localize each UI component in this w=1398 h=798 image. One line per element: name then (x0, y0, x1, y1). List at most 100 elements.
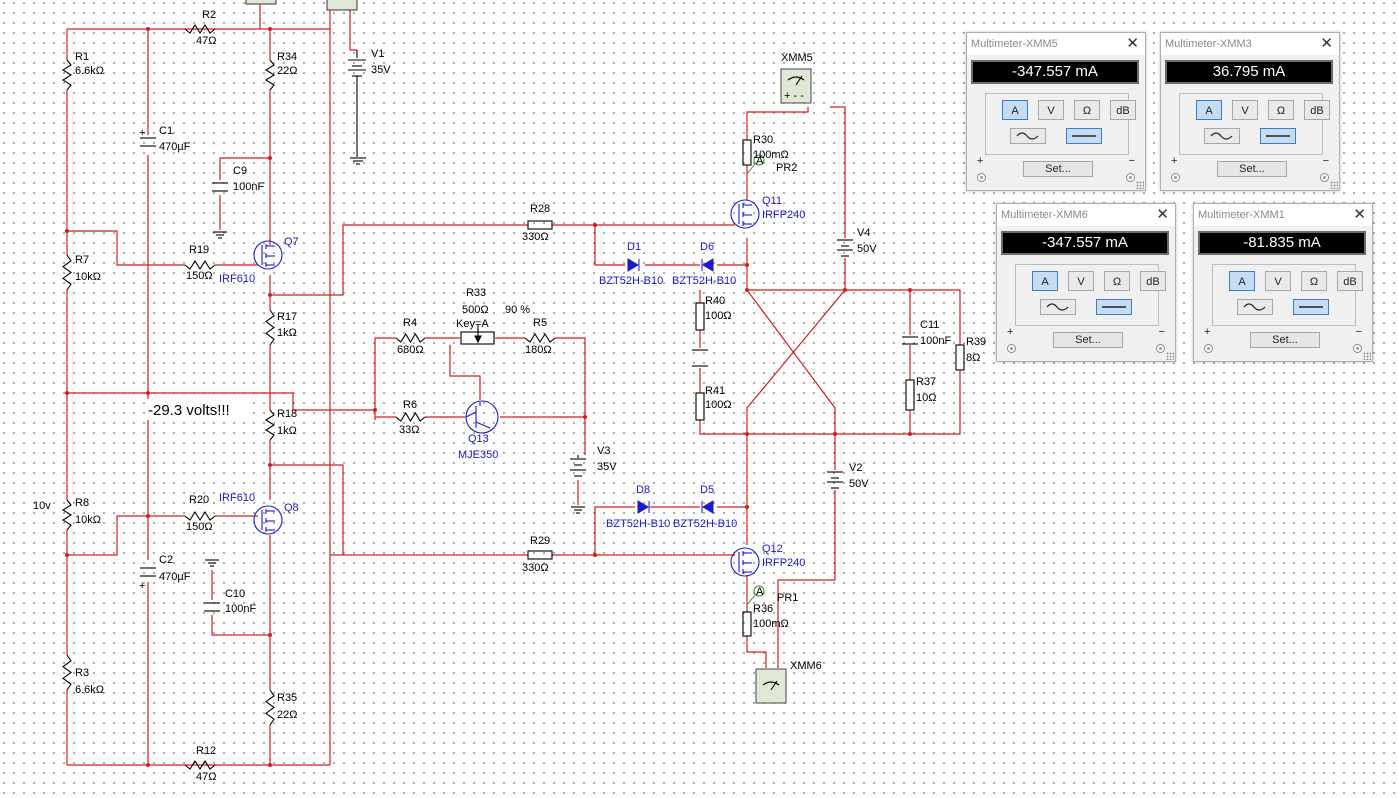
set-button[interactable]: Set... (1250, 332, 1320, 348)
resistor-r6[interactable] (395, 411, 426, 423)
label-r33k: Key=A (456, 318, 489, 330)
mode-button-voltmeter[interactable]: V (1038, 100, 1064, 120)
dc-wave-button[interactable] (1260, 128, 1296, 144)
plus-terminal[interactable] (1171, 173, 1180, 182)
plus-terminal[interactable] (1007, 344, 1016, 353)
mosfet-q11[interactable] (730, 199, 760, 229)
resize-grip[interactable] (1136, 181, 1144, 189)
resistor-r37[interactable] (905, 379, 915, 411)
resistor-r17[interactable] (265, 309, 275, 346)
minus-terminal[interactable] (1156, 344, 1165, 353)
mode-button-ammeter[interactable]: A (1002, 100, 1028, 120)
resistor-r40[interactable] (695, 302, 705, 331)
label-q11p: IRFP240 (762, 209, 805, 221)
minus-terminal[interactable] (1353, 344, 1362, 353)
resistor-r35[interactable] (265, 689, 275, 726)
mosfet-q12[interactable] (730, 547, 760, 577)
ac-wave-button[interactable] (1204, 128, 1240, 144)
label-r30v: 100mΩ (753, 149, 789, 161)
label-d1p: BZT52H-B10 (599, 275, 663, 287)
label-r34: R34 (277, 51, 297, 63)
resistor-r41[interactable] (695, 392, 705, 421)
mode-button-ohmmeter[interactable]: Ω (1074, 100, 1100, 120)
minus-terminal[interactable] (1126, 173, 1135, 182)
ac-wave-button[interactable] (1010, 128, 1046, 144)
resistor-r5[interactable] (524, 332, 556, 344)
label-r5: R5 (533, 317, 547, 329)
mode-button-decibel[interactable]: dB (1337, 271, 1363, 291)
label-r8v: 10kΩ (75, 514, 101, 526)
label-q7p: IRF610 (219, 273, 255, 285)
close-icon[interactable]: ✕ (1353, 206, 1366, 223)
plus-terminal[interactable] (977, 173, 986, 182)
resistor-r4[interactable] (395, 332, 426, 344)
resistor-r39[interactable] (955, 344, 965, 371)
dc-wave-button[interactable] (1293, 299, 1329, 315)
set-button[interactable]: Set... (1053, 332, 1123, 348)
label-r18: R18 (277, 408, 297, 420)
mode-button-voltmeter[interactable]: V (1068, 271, 1094, 291)
label-r7: R7 (75, 254, 89, 266)
resistor-r30[interactable] (742, 139, 752, 166)
set-button[interactable]: Set... (1023, 161, 1093, 177)
resistor-r28[interactable] (527, 220, 553, 230)
dc-wave-button[interactable] (1096, 299, 1132, 315)
label-q12: Q12 (762, 543, 783, 555)
close-icon[interactable]: ✕ (1126, 35, 1139, 52)
pot-wiper[interactable] (460, 325, 495, 345)
mode-button-ammeter[interactable]: A (1032, 271, 1058, 291)
mode-button-ohmmeter[interactable]: Ω (1268, 100, 1294, 120)
ac-wave-button[interactable] (1040, 299, 1076, 315)
resize-grip[interactable] (1330, 181, 1338, 189)
mode-button-ohmmeter[interactable]: Ω (1104, 271, 1130, 291)
mode-button-decibel[interactable]: dB (1140, 271, 1166, 291)
resize-grip[interactable] (1166, 352, 1174, 360)
resistor-r29[interactable] (527, 550, 553, 560)
xmm5-instrument[interactable]: + - - (780, 68, 812, 104)
mode-button-decibel[interactable]: dB (1304, 100, 1330, 120)
label-r18v: 1kΩ (277, 425, 297, 437)
resistor-r8[interactable] (61, 499, 73, 531)
mode-button-ammeter[interactable]: A (1196, 100, 1222, 120)
mosfet-q7[interactable] (253, 240, 283, 270)
resistor-r20[interactable] (184, 510, 216, 522)
xmm6-instrument[interactable] (755, 668, 787, 704)
resistor-r7[interactable] (62, 254, 72, 291)
label-r30: R30 (753, 134, 773, 146)
minus-terminal[interactable] (1320, 173, 1329, 182)
set-button[interactable]: Set... (1217, 161, 1287, 177)
resistor-r19[interactable] (184, 259, 216, 271)
resistor-r36[interactable] (742, 611, 752, 637)
mode-button-ammeter[interactable]: A (1229, 271, 1255, 291)
label-c2v: 470µF (159, 571, 191, 583)
ac-wave-button[interactable] (1237, 299, 1273, 315)
close-icon[interactable]: ✕ (1320, 35, 1333, 52)
label-q7: Q7 (284, 236, 299, 248)
bjt-q13[interactable] (465, 400, 499, 434)
probe-icons[interactable] (746, 154, 765, 606)
close-icon[interactable]: ✕ (1156, 206, 1169, 223)
mode-button-voltmeter[interactable]: V (1232, 100, 1258, 120)
resistor-r1[interactable] (61, 59, 73, 91)
resistor-r3[interactable] (62, 654, 72, 691)
resistor-r34[interactable] (264, 59, 276, 91)
dc-wave-button[interactable] (1066, 128, 1102, 144)
volts-annotation: -29.3 volts!!! (148, 402, 230, 419)
plus-terminal[interactable] (1204, 344, 1213, 353)
label-v2: V2 (849, 462, 862, 474)
minus-terminal-label: − (1128, 155, 1135, 167)
mosfet-q8[interactable] (253, 505, 283, 535)
resistor-r18[interactable] (264, 409, 276, 441)
label-r33: R33 (466, 287, 486, 299)
mode-button-ohmmeter[interactable]: Ω (1301, 271, 1327, 291)
resistor-r2[interactable] (184, 23, 216, 35)
mode-button-voltmeter[interactable]: V (1265, 271, 1291, 291)
resistor-r12[interactable] (184, 759, 216, 771)
resize-grip[interactable] (1363, 352, 1371, 360)
mode-button-decibel[interactable]: dB (1110, 100, 1136, 120)
